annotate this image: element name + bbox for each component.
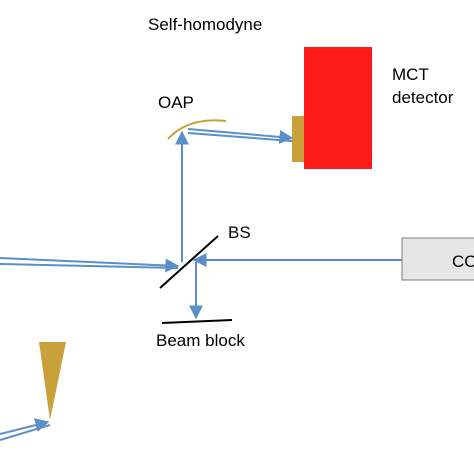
bs-label: BS	[228, 223, 251, 242]
beam-oap-to-detector-1	[187, 128, 294, 144]
beam-oap-to-detector-2	[187, 132, 293, 142]
source-box-label: CO	[452, 252, 474, 271]
mct-detector-window	[292, 116, 304, 162]
beam-to-tip-2	[0, 424, 51, 441]
detector-label-line2: detector	[392, 88, 454, 107]
mct-detector-body	[304, 47, 372, 169]
tip	[39, 342, 66, 420]
beam-block	[161, 319, 233, 324]
beam-to-tip-1	[0, 418, 50, 435]
diagram-title: Self-homodyne	[148, 15, 262, 34]
oap-label: OAP	[158, 93, 194, 112]
oap-mirror	[167, 119, 227, 140]
source-box	[401, 237, 474, 281]
detector-label-line1: MCT	[392, 65, 429, 84]
beam-block-label: Beam block	[156, 331, 245, 350]
beamsplitter	[159, 235, 219, 289]
beam-left-in-2	[0, 263, 179, 269]
beam-left-in-1	[0, 257, 180, 273]
